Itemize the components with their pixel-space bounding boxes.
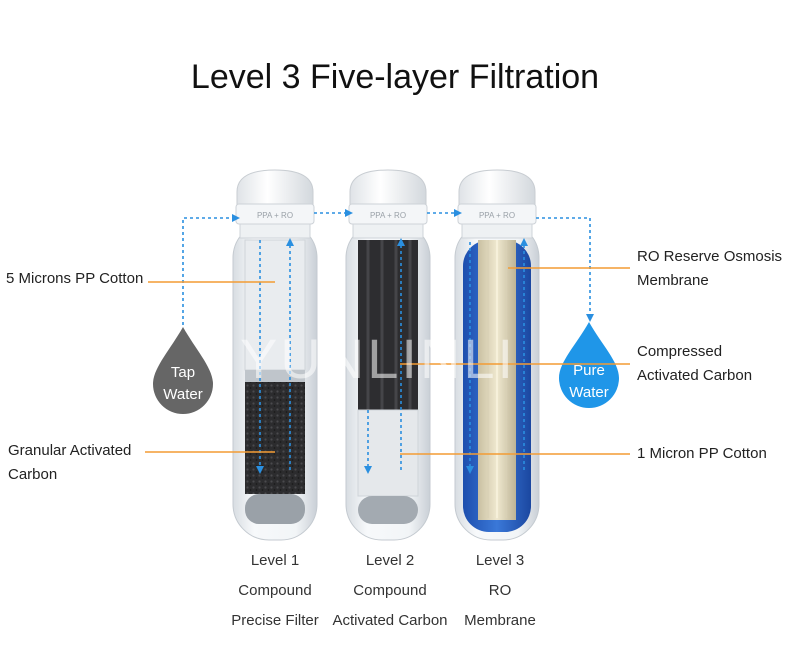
watermark: YUNLINLI [240, 327, 517, 390]
page-title: Level 3 Five-layer Filtration [190, 58, 600, 96]
filter-3-cap-text: PPA + RO [479, 211, 515, 220]
filter-1-cap-text: PPA + RO [257, 211, 293, 220]
label-ro-line2: Membrane [637, 272, 709, 289]
filter-1-bottom [245, 494, 305, 524]
pure-water-label: Pure Water [559, 360, 619, 404]
label-compressed-line1: Compressed [637, 343, 723, 360]
caption-1-line2: Compound [238, 582, 312, 599]
filter-3-neck [461, 223, 533, 239]
caption-2-line1: Level 2 [365, 552, 415, 569]
filter-2-pp-cotton [357, 409, 419, 497]
filter-level-1: PPA + RO [232, 169, 318, 541]
label-pp-cotton-5: 5 Microns PP Cotton [6, 270, 144, 287]
label-pp-cotton-1: 1 Micron PP Cotton [637, 445, 767, 462]
flow-inlet [182, 214, 240, 325]
caption-level-1: Level 1 Compound Precise Filter [215, 546, 335, 636]
caption-2-line2: Compound [353, 582, 427, 599]
tap-water-drop [153, 327, 213, 414]
label-ro-membrane: RO Reserve Osmosis Membrane [637, 245, 782, 293]
filter-1-neck [239, 223, 311, 239]
filter-level-3: PPA + RO [454, 169, 540, 541]
tap-water-line2: Water [163, 386, 203, 403]
caption-level-3: Level 3 RO Membrane [440, 546, 560, 636]
caption-3-line3: Membrane [464, 612, 536, 629]
filter-1-granular-carbon [245, 382, 305, 494]
caption-1-line1: Level 1 [250, 552, 300, 569]
caption-3-line1: Level 3 [475, 552, 525, 569]
filter-2-neck [352, 223, 424, 239]
caption-level-2: Level 2 Compound Activated Carbon [328, 546, 452, 636]
filter-1-pp-cotton [244, 239, 306, 371]
caption-3-line2: RO [488, 582, 512, 599]
label-ro-line1: RO Reserve Osmosis [637, 248, 783, 265]
label-compressed-carbon: Compressed Activated Carbon [637, 340, 752, 388]
tap-water-line1: Tap [170, 364, 196, 381]
water-flow [182, 209, 594, 474]
label-granular-carbon: Granular Activated Carbon [8, 439, 131, 487]
pure-water-line2: Water [569, 384, 609, 401]
filter-2-bottom [358, 496, 418, 524]
caption-1-line3: Precise Filter [231, 612, 319, 629]
filter-level-2: PPA + RO [345, 169, 431, 541]
flow-outlet [536, 217, 594, 322]
filter-2-cap-text: PPA + RO [370, 211, 406, 220]
label-compressed-line2: Activated Carbon [637, 367, 753, 384]
pure-water-line1: Pure [573, 362, 605, 379]
pure-water-drop [559, 322, 619, 408]
label-granular-line1: Granular Activated [8, 442, 132, 459]
tap-water-label: Tap Water [153, 362, 213, 406]
label-granular-line2: Carbon [8, 466, 58, 483]
caption-2-line3: Activated Carbon [332, 612, 448, 629]
callouts [145, 267, 630, 455]
